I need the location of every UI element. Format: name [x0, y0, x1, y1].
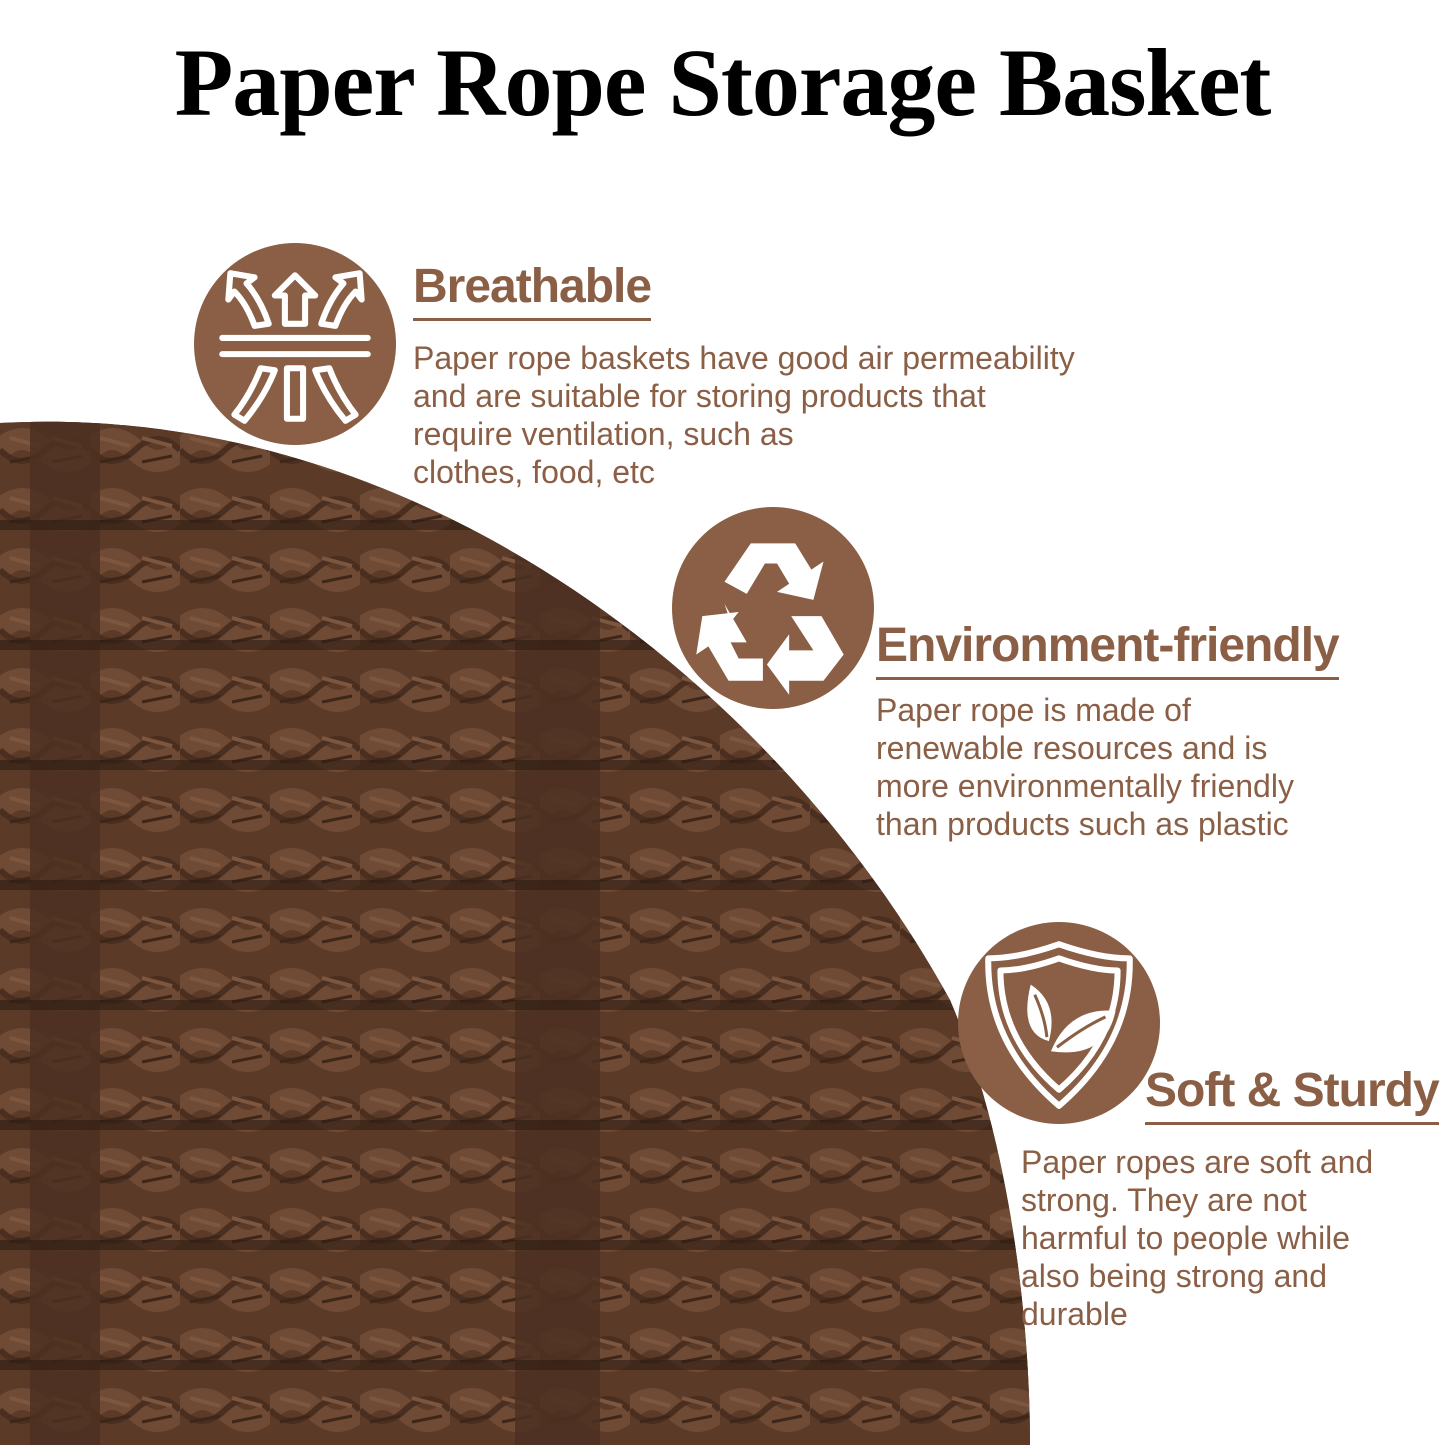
text-line: Paper rope baskets have good air permeab… [413, 340, 1075, 376]
feature-text-breathable: Paper rope baskets have good air permeab… [413, 339, 1075, 491]
text-line: also being strong and [1021, 1258, 1327, 1294]
text-line: Paper rope is made of [876, 692, 1191, 728]
feature-text-environment-friendly: Paper rope is made of renewable resource… [876, 691, 1294, 843]
text-line: strong. They are not [1021, 1182, 1307, 1218]
text-line: require ventilation, such as [413, 416, 794, 452]
feature-title-breathable: Breathable [413, 258, 652, 321]
text-line: more environmentally friendly [876, 768, 1294, 804]
shield-leaf-icon [958, 922, 1160, 1124]
text-line: than products such as plastic [876, 806, 1289, 842]
text-line: clothes, food, etc [413, 454, 655, 490]
text-line: durable [1021, 1296, 1128, 1332]
text-line: renewable resources and is [876, 730, 1268, 766]
feature-text-soft-sturdy: Paper ropes are soft and strong. They ar… [1021, 1143, 1373, 1333]
text-line: and are suitable for storing products th… [413, 378, 986, 414]
airflow-arrows-icon [194, 243, 396, 445]
text-line: Paper ropes are soft and [1021, 1144, 1374, 1180]
feature-title-soft-sturdy: Soft & Sturdy [1145, 1062, 1440, 1125]
text-line: harmful to people while [1021, 1220, 1351, 1256]
feature-title-environment-friendly: Environment-friendly [876, 617, 1340, 680]
page-title: Paper Rope Storage Basket [174, 29, 1272, 136]
recycle-icon [672, 507, 874, 709]
